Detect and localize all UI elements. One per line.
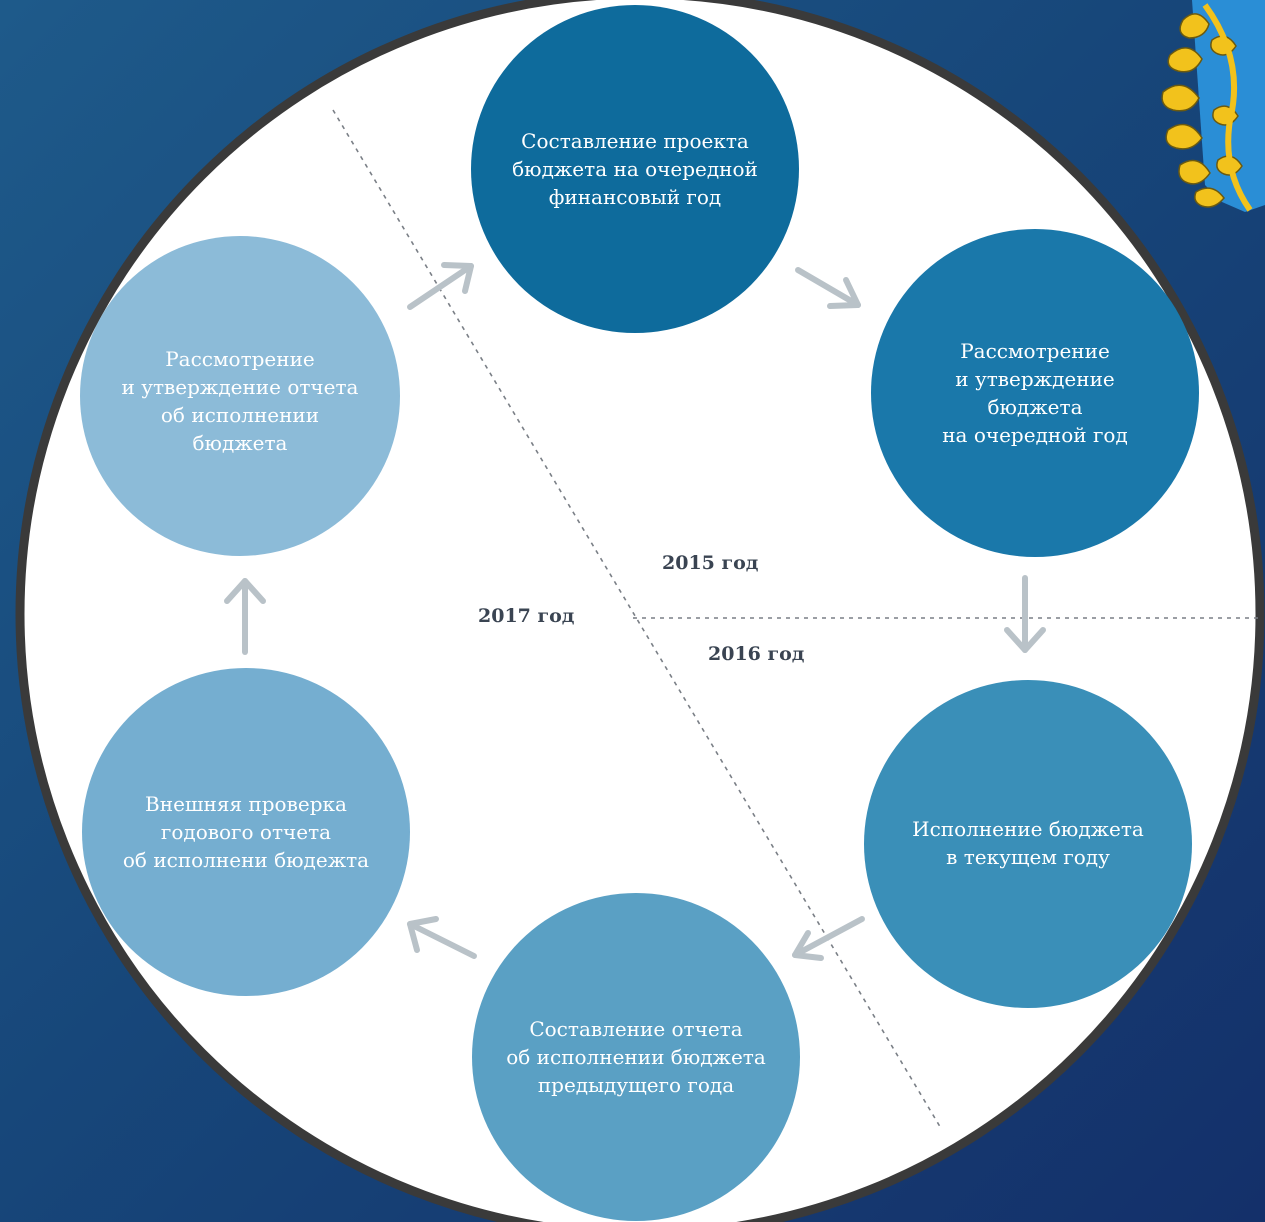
arrow-left-icon xyxy=(407,916,477,959)
stage-draft-text: Составление проекта бюджета на очередной… xyxy=(512,129,758,209)
arrow-down-left-icon xyxy=(792,916,865,961)
arrow-right-icon xyxy=(795,267,861,309)
year-label-2015: 2015 год xyxy=(662,552,759,574)
stage-approval-text: Рассмотрение и утверждение бюджета на оч… xyxy=(942,339,1128,447)
stage-circle-report xyxy=(472,893,800,1221)
year-label-2017: 2017 год xyxy=(478,605,575,627)
stage-circle-audit xyxy=(82,668,410,996)
arrow-down-icon xyxy=(1004,575,1046,653)
arrow-up-icon xyxy=(224,578,266,655)
stage-report-approval-text: Рассмотрение и утверждение отчета об исп… xyxy=(121,347,359,455)
stage-circle-report-approval xyxy=(80,236,400,556)
stage-report-text: Составление отчета об исполнении бюджета… xyxy=(506,1017,766,1097)
arrow-up-right-icon xyxy=(407,262,474,310)
stage-circle-execution xyxy=(864,680,1192,1008)
stage-audit-text: Внешняя проверка годового отчета об испо… xyxy=(122,792,370,872)
stage-circle-approval xyxy=(871,229,1199,557)
stage-circle-draft xyxy=(471,5,799,333)
stage-execution-text: Исполнение бюджета в текущем году xyxy=(912,817,1144,869)
year-label-2016: 2016 год xyxy=(708,643,805,665)
coat-of-arms-icon xyxy=(1161,0,1265,212)
